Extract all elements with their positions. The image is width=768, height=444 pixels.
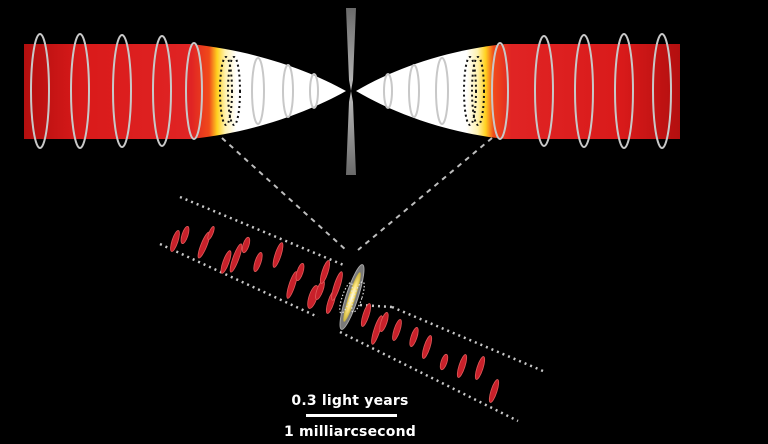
jet-knot <box>474 356 486 380</box>
jet-knots <box>170 225 500 403</box>
left-jet-rings <box>30 33 319 149</box>
magnetic-ring-icon <box>282 64 294 118</box>
channel-lower-edge <box>159 242 519 423</box>
jet-channel-boundaries <box>159 195 544 423</box>
accretion-disk-dotted-ring <box>339 282 353 314</box>
jet-knot <box>421 335 433 359</box>
magnetic-ring-icon <box>383 73 393 109</box>
magnetic-ring-icon <box>251 57 265 125</box>
magnetic-ring-icon <box>652 33 672 149</box>
magnetic-ring-icon <box>185 42 203 140</box>
channel-connector <box>359 303 393 309</box>
magnetic-ring-icon <box>219 56 233 126</box>
magnetic-ring-icon <box>30 33 50 149</box>
zoom-lines <box>221 137 493 251</box>
magnetic-ring-icon <box>408 64 420 118</box>
jet-knot <box>272 242 284 268</box>
jet-knot <box>207 226 215 240</box>
left-jet <box>24 33 346 149</box>
magnetic-ring-icon <box>70 33 90 149</box>
magnetic-ring-icon <box>574 34 594 148</box>
magnetic-ring-icon <box>152 35 172 147</box>
magnetic-ring-icon <box>614 33 634 149</box>
jet-knot <box>286 271 298 299</box>
magnetic-ring-icon <box>491 42 509 140</box>
left-jet-dotted-rings <box>219 56 241 126</box>
jet-knot <box>170 230 180 252</box>
magnetic-ring-icon <box>112 34 132 148</box>
jet-knot <box>331 271 343 301</box>
jet-knot <box>180 225 190 245</box>
magnetic-ring-icon <box>227 56 241 126</box>
jet-knot <box>229 243 243 273</box>
jet-knot <box>319 260 331 284</box>
jet-knot <box>253 252 263 272</box>
jet-knot <box>488 379 500 403</box>
magnetic-ring-icon <box>534 35 554 147</box>
scale-bar <box>306 414 397 417</box>
jet-knot <box>379 312 389 332</box>
jet-knot <box>439 353 449 371</box>
scale-angle-label: 1 milliarcsecond <box>284 424 416 440</box>
magnetic-ring-icon <box>463 56 477 126</box>
right-jet <box>356 33 680 149</box>
jet-knot <box>409 327 419 347</box>
jet-knot <box>456 354 468 378</box>
jet-knot <box>241 236 251 254</box>
right-jet-dotted-rings <box>463 56 485 126</box>
central-engine <box>339 264 365 330</box>
scale-distance-label: 0.3 light years <box>291 393 409 409</box>
jet-knot <box>220 250 232 274</box>
accretion-disk-icon <box>346 8 356 175</box>
magnetic-ring-icon <box>471 56 485 126</box>
accretion-disk-inner <box>343 272 361 322</box>
accretion-disk-dotted-ring <box>351 281 365 313</box>
jet-knot <box>360 303 372 327</box>
magnetic-ring-icon <box>435 57 449 125</box>
right-jet-rings <box>383 33 672 149</box>
jet-knot <box>392 319 402 341</box>
left-jet-body <box>24 44 346 139</box>
zoom-line-left <box>221 137 347 251</box>
magnetic-ring-icon <box>309 73 319 109</box>
jet-knot <box>295 262 305 282</box>
zoom-line-right <box>357 137 493 251</box>
